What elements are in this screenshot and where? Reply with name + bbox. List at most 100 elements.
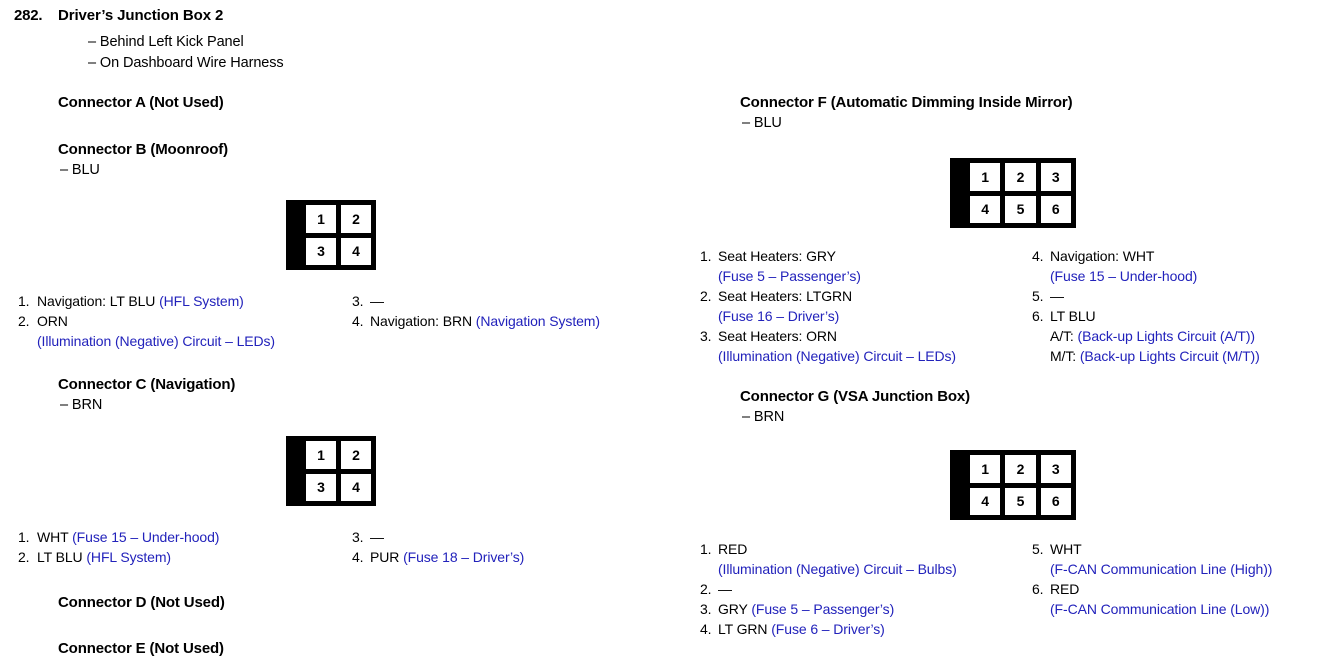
pin-row: 3. Seat Heaters: ORN (Illumination (Nega… (700, 326, 1030, 366)
pin-wire: PUR (370, 549, 404, 565)
pin-cell: 4 (970, 487, 1001, 515)
pin-wire: LT BLU (1050, 308, 1096, 324)
pin-cell: 1 (970, 163, 1001, 191)
pin-wire: LT BLU (37, 549, 87, 565)
connector-e-heading: Connector E (Not Used) (58, 640, 224, 657)
pin-number: 2. (700, 581, 712, 597)
pin-row: 5. — (1032, 286, 1319, 306)
pin-reference: (Illumination (Negative) Circuit – Bulbs… (718, 561, 957, 577)
pin-reference: (F-CAN Communication Line (Low)) (1050, 601, 1270, 617)
connector-g-pins-left: 1. RED (Illumination (Negative) Circuit … (700, 539, 1030, 639)
pin-reference: (Illumination (Negative) Circuit – LEDs) (718, 348, 956, 364)
pin-wire: WHT (37, 529, 73, 545)
pin-wire: Navigation: WHT (1050, 248, 1155, 264)
pin-number: 4. (352, 549, 364, 565)
pin-body: ORN (Illumination (Negative) Circuit – L… (37, 311, 348, 351)
pin-cell: 2 (1005, 163, 1036, 191)
connector-g-block: Connector G (VSA Junction Box) – BRN (740, 388, 970, 425)
pin-cell: 5 (1005, 487, 1036, 515)
pin-reference: (Fuse 5 – Passenger’s) (751, 601, 895, 617)
pin-empty: — (1050, 288, 1064, 304)
pin-wire: Seat Heaters: LTGRN (718, 288, 852, 304)
pin-cell: 6 (1040, 195, 1071, 223)
pin-wire: Navigation: LT BLU (37, 293, 160, 309)
pin-cell: 6 (1040, 487, 1071, 515)
pin-body: WHT (F-CAN Communication Line (High)) (1050, 539, 1319, 579)
connector-f-block: Connector F (Automatic Dimming Inside Mi… (740, 94, 1073, 131)
location-line: – Behind Left Kick Panel (88, 34, 244, 50)
pin-body: PUR (Fuse 18 – Driver’s) (370, 547, 682, 567)
pin-row: 4. Navigation: BRN (Navigation System) (352, 311, 682, 331)
connector-f-heading: Connector F (Automatic Dimming Inside Mi… (740, 94, 1073, 111)
connector-c-block: Connector C (Navigation) – BRN (58, 376, 235, 413)
pin-reference: (Fuse 18 – Driver’s) (403, 549, 525, 565)
pin-number: 1. (700, 248, 712, 264)
connector-c-pins-left: 1. WHT (Fuse 15 – Under-hood) 2. LT BLU … (18, 527, 348, 567)
pin-body: Seat Heaters: ORN (Illumination (Negativ… (718, 326, 1030, 366)
pin-wire: WHT (1050, 541, 1082, 557)
pin-variant-line: M/T: (Back-up Lights Circuit (M/T)) (1050, 346, 1319, 366)
connector-g-heading: Connector G (VSA Junction Box) (740, 388, 970, 405)
pin-variant-label: M/T: (1050, 348, 1080, 364)
pin-number: 4. (1032, 248, 1044, 264)
connector-b-heading: Connector B (Moonroof) (58, 141, 228, 158)
pin-variant-label: A/T: (1050, 328, 1078, 344)
pin-cell: 3 (306, 237, 336, 265)
pin-cell: 4 (341, 473, 371, 501)
pin-row: 3. GRY (Fuse 5 – Passenger’s) (700, 599, 1030, 619)
pin-wire: RED (1050, 581, 1080, 597)
pin-reference: (Illumination (Negative) Circuit – LEDs) (37, 333, 275, 349)
pin-row: 3. — (352, 291, 682, 311)
pin-row: 2. Seat Heaters: LTGRN (Fuse 16 – Driver… (700, 286, 1030, 326)
pin-cell: 2 (341, 205, 371, 233)
connector-g-pins-right: 5. WHT (F-CAN Communication Line (High))… (1032, 539, 1319, 619)
pin-grid: 1 2 3 4 5 6 (970, 158, 1076, 228)
connector-d-heading: Connector D (Not Used) (58, 594, 225, 611)
pin-row: 1. Navigation: LT BLU (HFL System) (18, 291, 348, 311)
pin-cell: 2 (341, 441, 371, 469)
connector-c-wire-color: – BRN (60, 397, 103, 413)
pin-reference: (F-CAN Communication Line (High)) (1050, 561, 1273, 577)
pin-row: 1. Seat Heaters: GRY (Fuse 5 – Passenger… (700, 246, 1030, 286)
pin-number: 1. (700, 541, 712, 557)
pin-wire: GRY (718, 601, 752, 617)
connector-a-heading: Connector A (Not Used) (58, 94, 224, 111)
pin-wire: Seat Heaters: ORN (718, 328, 837, 344)
pin-wire: RED (718, 541, 748, 557)
pin-body: Seat Heaters: GRY (Fuse 5 – Passenger’s) (718, 246, 1030, 286)
pin-reference: (Fuse 6 – Driver’s) (771, 621, 885, 637)
pin-cell: 1 (306, 205, 336, 233)
pin-cell: 2 (1005, 455, 1036, 483)
connector-g-pin-diagram: 1 2 3 4 5 6 (950, 450, 1076, 520)
pin-number: 3. (700, 328, 712, 344)
connector-tab (286, 200, 306, 270)
pin-number: 6. (1032, 581, 1044, 597)
pin-reference: (Fuse 5 – Passenger’s) (718, 268, 861, 284)
pin-body: Navigation: LT BLU (HFL System) (37, 291, 348, 311)
pin-body: RED (F-CAN Communication Line (Low)) (1050, 579, 1319, 619)
pin-reference: (HFL System) (159, 293, 244, 309)
pin-cell: 5 (1005, 195, 1036, 223)
pin-row: 3. — (352, 527, 682, 547)
connector-b-pin-diagram: 1 2 3 4 (286, 200, 376, 270)
connector-a-block: Connector A (Not Used) (58, 94, 224, 111)
location-list: – Behind Left Kick Panel – On Dashboard … (88, 32, 284, 73)
pin-cell: 3 (306, 473, 336, 501)
pin-empty: — (370, 293, 384, 309)
pin-row: 1. WHT (Fuse 15 – Under-hood) (18, 527, 348, 547)
connector-f-pins-left: 1. Seat Heaters: GRY (Fuse 5 – Passenger… (700, 246, 1030, 366)
connector-f-wire-color: – BLU (742, 115, 782, 131)
pin-grid: 1 2 3 4 (306, 200, 376, 270)
pin-number: 1. (18, 293, 30, 309)
pin-body: LT BLU (HFL System) (37, 547, 348, 567)
connector-tab (950, 450, 970, 520)
pin-number: 3. (700, 601, 712, 617)
pin-reference: (Fuse 15 – Under-hood) (72, 529, 220, 545)
pin-grid: 1 2 3 4 5 6 (970, 450, 1076, 520)
pin-number: 2. (18, 313, 30, 329)
pin-number: 5. (1032, 288, 1044, 304)
page-title: Driver’s Junction Box 2 (58, 7, 224, 24)
pin-body: Navigation: BRN (Navigation System) (370, 311, 682, 331)
pin-row: 2. — (700, 579, 1030, 599)
